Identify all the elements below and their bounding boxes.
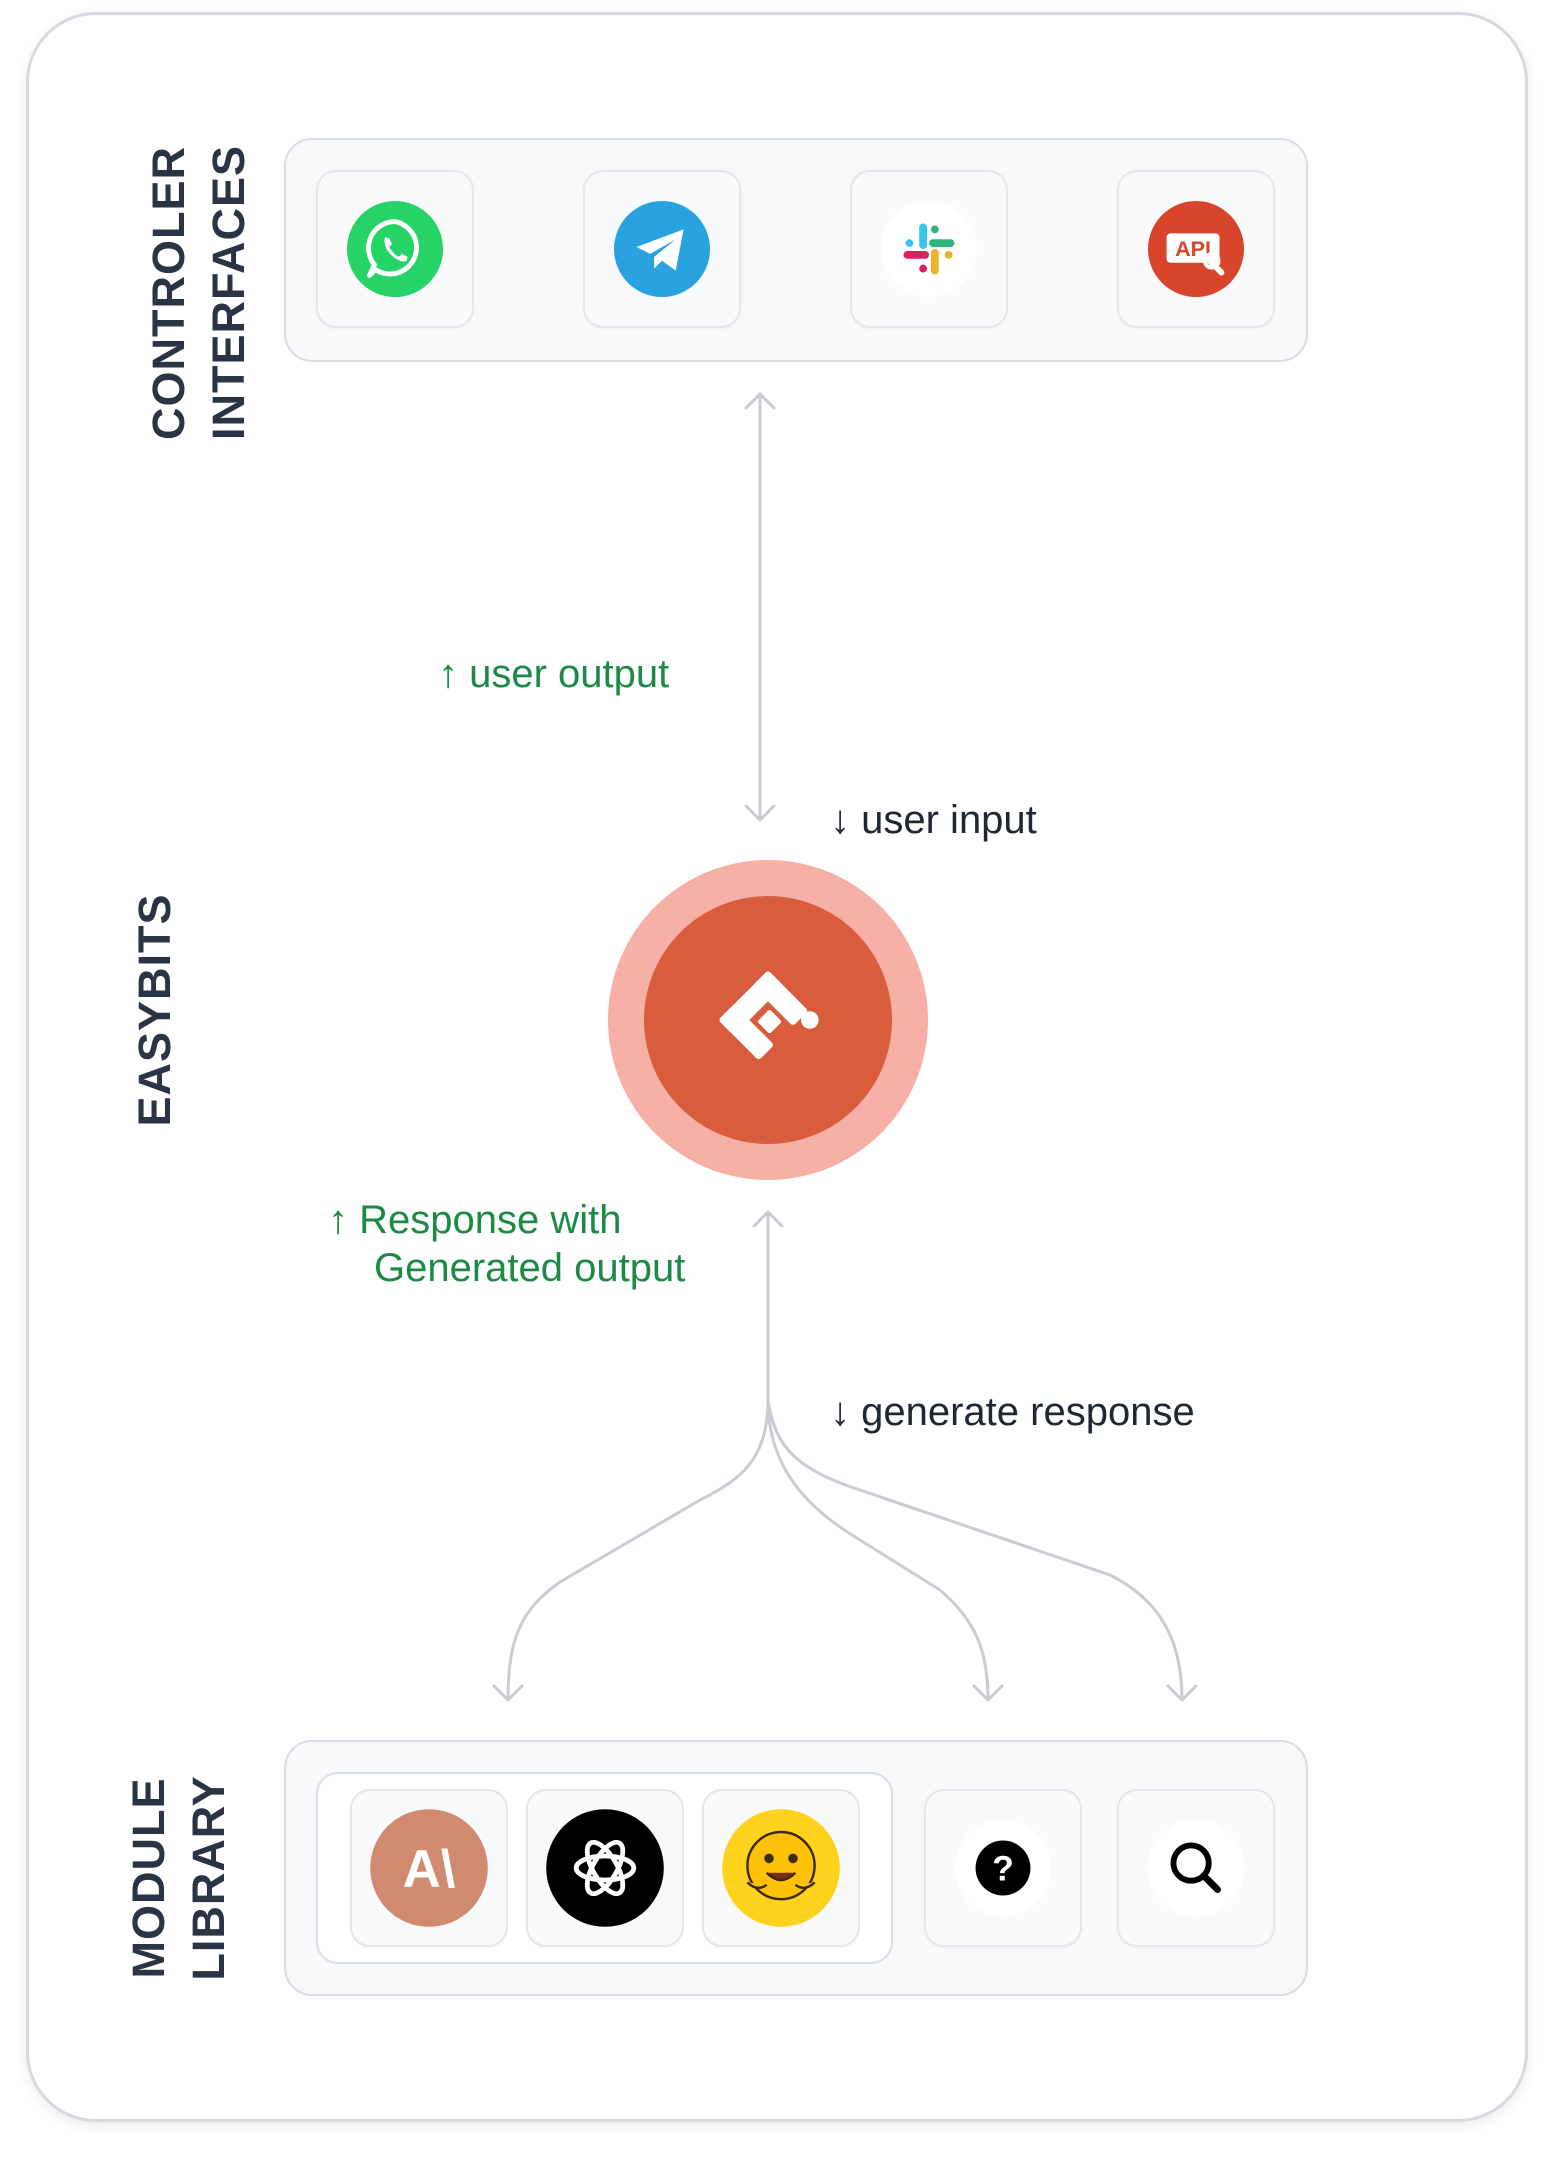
controller-tile-api[interactable]: API [1117, 170, 1275, 328]
arrowhead-search [1166, 1684, 1198, 1702]
question-icon: ? [954, 1819, 1052, 1917]
label-generate-response: ↓ generate response [830, 1390, 1195, 1434]
controller-tile-slack[interactable] [850, 170, 1008, 328]
controller-tile-whatsapp[interactable] [316, 170, 474, 328]
branch-to-search [766, 1398, 1184, 1702]
controller-tile-telegram[interactable] [583, 170, 741, 328]
label-user-input: ↓ user input [830, 798, 1037, 842]
arrowhead-up-controllers [744, 392, 776, 410]
label-user-output: ↑ user output [438, 652, 670, 696]
arrowhead-down-core [744, 804, 776, 822]
telegram-icon [613, 200, 711, 298]
easybits-logo-icon [719, 971, 819, 1060]
arrowhead-question [972, 1684, 1004, 1702]
svg-text:?: ? [992, 1850, 1014, 1889]
module-tile-huggingface[interactable] [702, 1789, 860, 1947]
branch-to-question [766, 1398, 990, 1702]
easybits-node[interactable] [608, 860, 928, 1180]
anthropic-icon: A\ [370, 1809, 488, 1927]
slack-icon [880, 200, 978, 298]
label-response-generated: ↑ Response with Generated output [328, 1198, 686, 1290]
openai-icon [546, 1809, 664, 1927]
module-tile-search[interactable] [1117, 1789, 1275, 1947]
arrowhead-up-core [752, 1210, 784, 1228]
branch-to-ai-models [506, 1398, 770, 1702]
svg-text:A\: A\ [403, 1840, 456, 1899]
huggingface-icon [722, 1809, 840, 1927]
module-tile-anthropic[interactable]: A\ [350, 1789, 508, 1947]
module-tile-question[interactable]: ? [924, 1789, 1082, 1947]
module-tile-openai[interactable] [526, 1789, 684, 1947]
search-icon [1147, 1819, 1245, 1917]
api-icon: API [1147, 200, 1245, 298]
whatsapp-icon [346, 200, 444, 298]
arrowhead-ai-models [492, 1684, 524, 1702]
